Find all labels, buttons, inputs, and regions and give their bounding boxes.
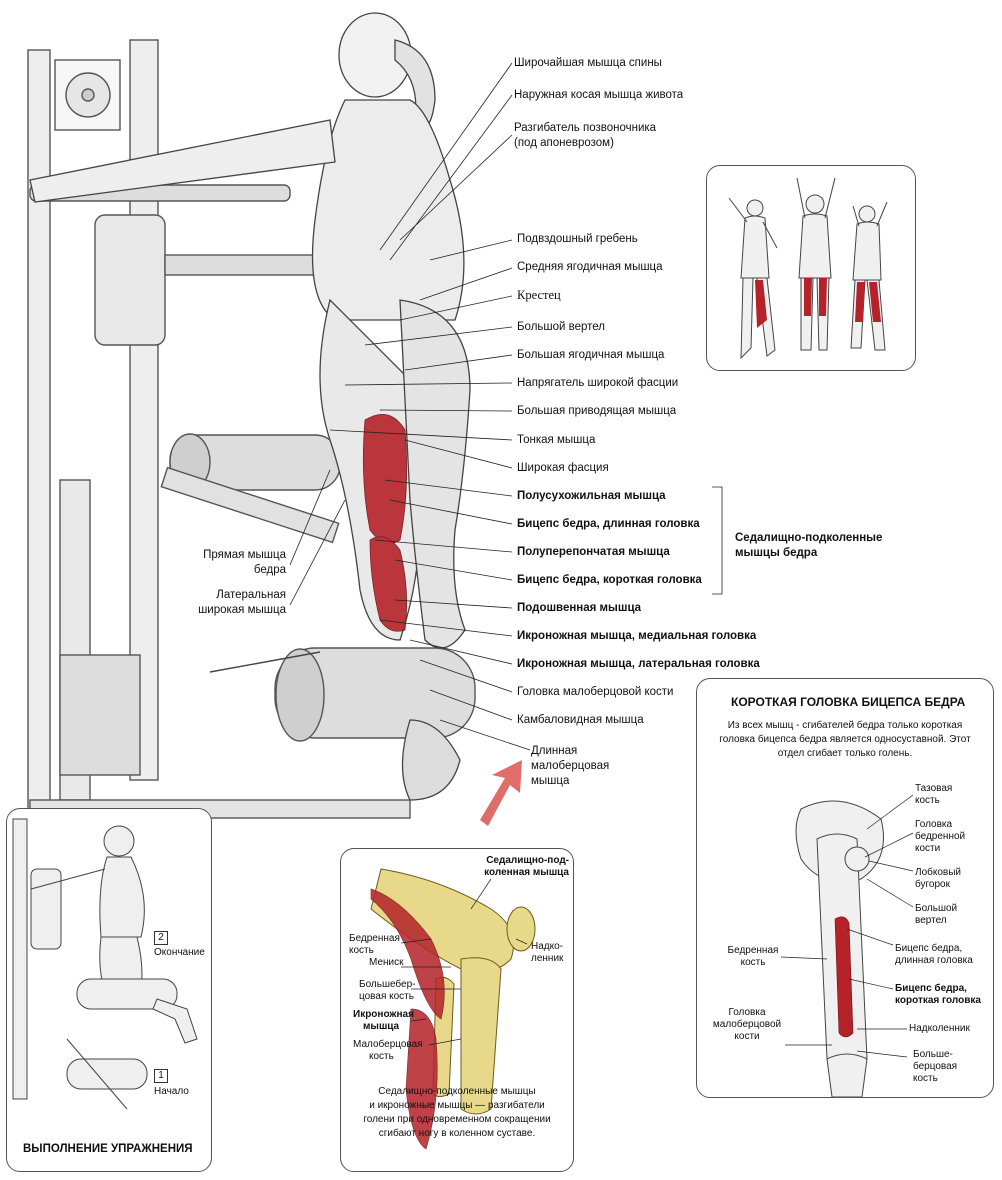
knee-label-hamstring-1: Седалищно-под- — [486, 855, 569, 866]
knee-label-patella-1: Надко- — [531, 941, 563, 952]
knee-label-fibula-2: кость — [369, 1051, 394, 1062]
label-biceps-short-head: Бицепс бедра, короткая головка — [517, 574, 702, 586]
label-rectus-femoris-2: бедра — [253, 564, 286, 576]
label-pubic-tubercle-1: Лобковый — [915, 867, 961, 878]
label-semimembranosus: Полуперепончатая мышца — [517, 546, 670, 558]
exercise-execution-drawing — [12, 818, 198, 1110]
knee-label-tibia-1: Большебер- — [359, 979, 416, 990]
label-femoral-head-1: Головка — [915, 819, 953, 830]
knee-label-femur-2: кость — [349, 945, 374, 956]
label-gastrocnemius-lateral: Икроножная мышца, латеральная головка — [517, 658, 760, 670]
label-patella-small: Надколенник — [909, 1023, 970, 1034]
knee-label-hamstring-2: коленная мышца — [484, 867, 569, 878]
knee-joint-drawing — [370, 868, 536, 1150]
label-peroneus-2: малоберцовая — [531, 760, 610, 772]
short-head-panel-title: КОРОТКАЯ ГОЛОВКА БИЦЕПСА БЕДРА — [731, 695, 966, 709]
thigh-bone-drawing — [780, 794, 914, 1097]
group-label-1: Седалищно-подколенные — [735, 532, 883, 544]
label-biceps-short-small-1: Бицепс бедра, — [895, 983, 967, 994]
label-semitendinosus: Полусухожильная мышца — [517, 490, 666, 502]
label-femoral-head-3: кости — [915, 843, 941, 854]
knee-label-patella-2: ленник — [531, 953, 564, 964]
label-tibia-small-1: Больше- — [913, 1049, 953, 1060]
label-gluteus-maximus: Большая ягодичная мышца — [517, 349, 665, 361]
short-head-description-line-1: Из всех мышц - сгибателей бедра только к… — [727, 720, 963, 731]
knee-label-tibia-2: цовая кость — [359, 991, 414, 1002]
label-vastus-lateralis-1: Латеральная — [216, 589, 286, 601]
step-2-number: 2 — [154, 931, 168, 945]
exercise-execution-panel: 2 Окончание 1 Начало ВЫПОЛНЕНИЕ УПРАЖНЕН… — [6, 808, 212, 1172]
label-soleus: Камбаловидная мышца — [517, 714, 644, 726]
direction-arrow — [480, 760, 522, 826]
label-gracilis: Тонкая мышца — [517, 434, 596, 446]
label-gluteus-medius: Средняя ягодичная мышца — [517, 261, 663, 273]
label-tibia-small-2: берцовая — [913, 1061, 958, 1072]
short-head-description: Из всех мышц - сгибателей бедра только к… — [701, 719, 989, 761]
step-1-number: 1 — [154, 1069, 168, 1083]
short-head-biceps-panel: КОРОТКАЯ ГОЛОВКА БИЦЕПСА БЕДРА Из всех м… — [696, 678, 994, 1098]
label-plantaris: Подошвенная мышца — [517, 602, 642, 614]
muscle-map-panel — [706, 165, 916, 371]
label-fascia-lata: Широкая фасция — [517, 462, 609, 474]
knee-label-gastrocnemius-1: Икроножная — [353, 1009, 414, 1020]
knee-label-meniscus: Мениск — [369, 957, 404, 968]
label-iliac-crest: Подвздошный гребень — [517, 233, 638, 245]
label-pubic-tubercle-2: бугорок — [915, 879, 950, 890]
label-external-oblique: Наружная косая мышца живота — [514, 89, 684, 101]
label-vastus-lateralis-2: широкая мышца — [198, 604, 286, 616]
label-sacrum: Крестец — [517, 288, 561, 302]
label-femur-small-1: Бедренная — [727, 945, 779, 956]
label-tibia-small-3: кость — [913, 1073, 938, 1084]
label-fibula-head-small-1: Головка — [728, 1007, 766, 1018]
label-femoral-head-2: бедренной — [915, 831, 966, 842]
label-peroneus-3: мышца — [531, 775, 570, 787]
label-biceps-long-head: Бицепс бедра, длинная головка — [517, 518, 700, 530]
label-fibula-head-small-2: малоберцовой — [712, 1019, 782, 1030]
label-pelvic-bone-2: кость — [915, 795, 940, 806]
step-2-label: Окончание — [154, 947, 205, 958]
knee-caption-line-1: Седалищно-подколенные мышцы — [378, 1086, 536, 1097]
knee-caption-line-2: и икроножные мышцы — разгибатели — [369, 1100, 545, 1111]
label-latissimus: Широчайшая мышца спины — [514, 57, 662, 69]
knee-caption-line-4: сгибают ногу в коленном суставе. — [378, 1128, 536, 1139]
knee-label-fibula-1: Малоберцовая — [353, 1039, 423, 1050]
label-biceps-long-small-1: Бицепс бедра, — [895, 943, 963, 954]
label-biceps-long-small-2: длинная головка — [895, 955, 973, 966]
knee-label-femur-1: Бедренная — [349, 933, 400, 944]
label-greater-trochanter: Большой вертел — [517, 321, 606, 333]
short-head-description-line-2: головка бицепса бедра является односуста… — [719, 734, 971, 745]
leader-lines — [289, 62, 723, 751]
label-tensor-fasciae-latae: Напрягатель широкой фасции — [517, 377, 679, 389]
muscle-map-figures — [728, 177, 888, 360]
label-adductor-magnus: Большая приводящая мышца — [517, 405, 677, 417]
label-pelvic-bone-1: Тазовая — [915, 783, 953, 794]
label-fibula-head: Головка малоберцовой кости — [517, 686, 674, 698]
label-rectus-femoris-1: Прямая мышца — [203, 549, 286, 561]
label-greater-trochanter-small-1: Большой — [915, 903, 958, 914]
exercise-panel-title: ВЫПОЛНЕНИЕ УПРАЖНЕНИЯ — [23, 1143, 193, 1155]
label-gastrocnemius-medial: Икроножная мышца, медиальная головка — [517, 630, 757, 642]
label-peroneus-1: Длинная — [531, 745, 578, 757]
group-label-2: мышцы бедра — [735, 547, 818, 559]
step-1-label: Начало — [154, 1086, 189, 1097]
knee-caption-line-3: голени при одновременном сокращении — [363, 1114, 551, 1125]
knee-joint-panel: Седалищно-под- коленная мышца Бедренная … — [340, 848, 574, 1172]
knee-label-gastrocnemius-2: мышца — [363, 1021, 400, 1032]
label-biceps-short-small-2: короткая головка — [895, 995, 981, 1006]
label-femur-small-2: кость — [740, 957, 766, 968]
short-head-description-line-3: отдел сгибает только голень. — [777, 748, 913, 759]
label-greater-trochanter-small-2: вертел — [915, 915, 947, 926]
label-erector-spinae: Разгибатель позвоночника — [514, 122, 657, 134]
knee-caption: Седалищно-подколенные мышцы и икроножные… — [341, 1085, 573, 1141]
label-erector-spinae-note: (под апоневрозом) — [514, 137, 614, 149]
label-fibula-head-small-3: кости — [734, 1031, 760, 1042]
